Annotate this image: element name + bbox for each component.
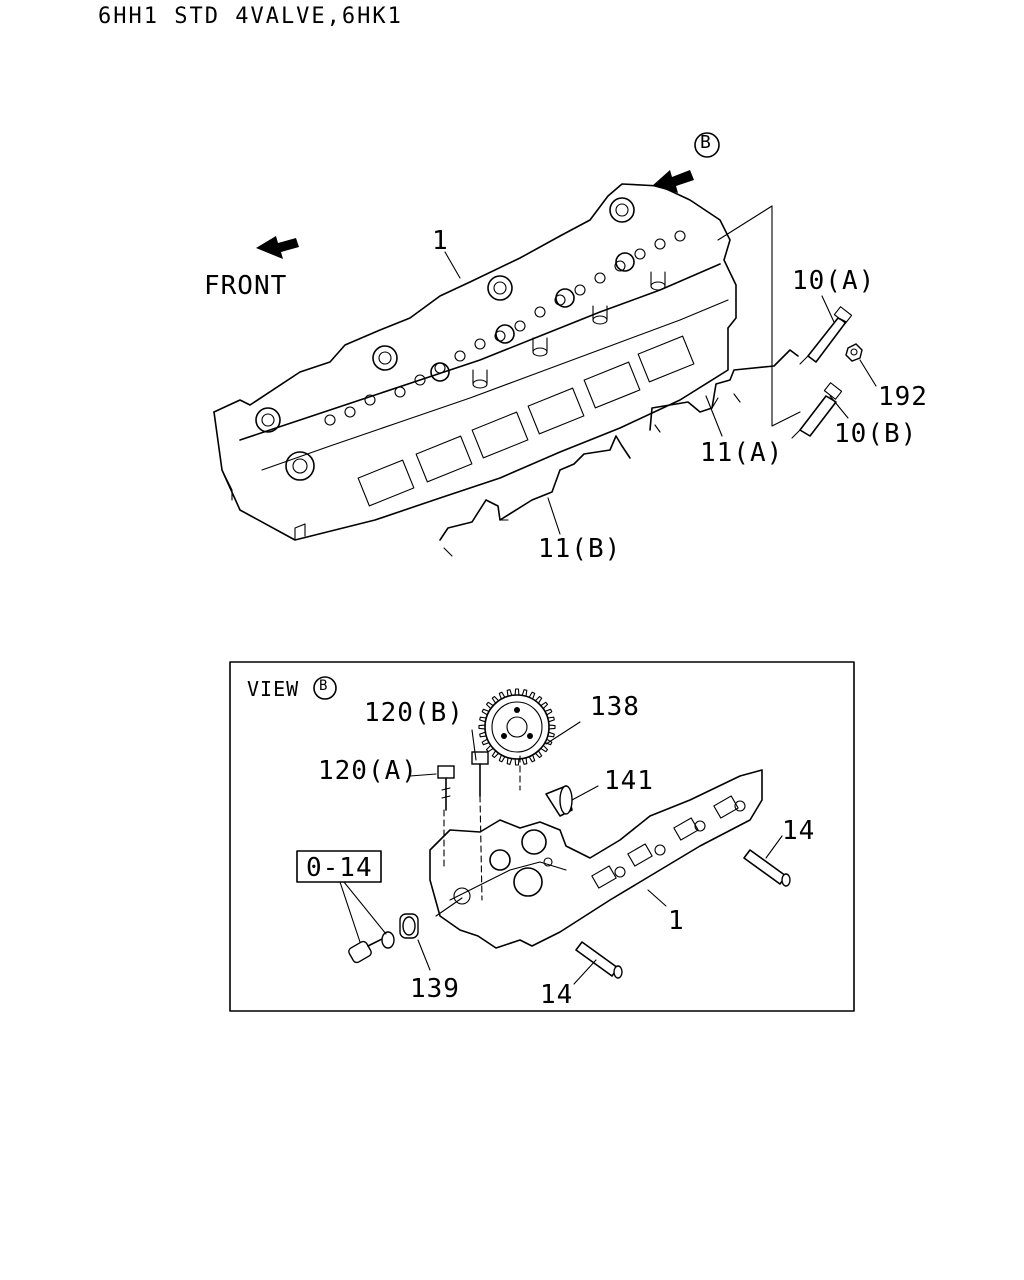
gear-tooth [506,757,513,765]
bushing-139 [399,913,419,939]
gear-tooth [528,754,536,763]
cylinder-head-upper [213,183,737,541]
gear-tooth [514,758,520,766]
callout-harness-b: 11(B) [538,534,622,564]
bolt-120b [471,751,489,797]
page-title: 6HH1 STD 4VALVE,6HK1 [98,4,403,29]
callout-cylinder-head-top: 1 [432,226,449,256]
callout-stud-bottom: 14 [540,980,574,1010]
callout-plug: 141 [604,766,654,796]
bolt-120a [437,765,455,811]
callout-bolt-a: 120(A) [318,756,418,786]
view-b-frame [229,661,855,1012]
glow-plug-b [791,382,843,439]
gear-tooth [498,691,506,700]
glow-plug-a [799,306,853,365]
gear-tooth [485,744,494,753]
glow-harness-b [439,435,631,541]
callout-harness-a: 11(A) [700,438,784,468]
stud-bottom [575,941,623,979]
gear-tooth [478,724,486,730]
gear-tooth [547,731,555,738]
gear-tooth [540,701,549,710]
view-marker-top: B [700,132,712,153]
front-arrow-icon [256,236,299,259]
gear-tooth [521,689,528,697]
callout-cylinder-head-view: 1 [668,906,685,936]
callout-bolt-b: 120(B) [364,698,464,728]
kit-box [296,850,382,883]
callout-nut: 192 [878,382,928,412]
gear-tooth [479,731,487,738]
gear-tooth [498,754,506,763]
callout-glow-plug-a: 10(A) [792,266,876,296]
stud-right [743,849,791,887]
kit-bolt-washer [348,931,395,964]
nut-192 [845,343,863,362]
gear-tooth [514,688,520,696]
view-marker-box: B [319,678,329,694]
gear-tooth [491,750,500,759]
gear-tooth [481,738,490,746]
gear-tooth [481,708,490,716]
gear-tooth [528,691,536,700]
callout-bushing: 139 [410,974,460,1004]
gear-tooth [485,701,494,710]
gear-tooth [506,689,513,697]
gear-tooth [547,716,555,723]
callout-kit: 0-14 [306,853,373,883]
gear-tooth [544,708,553,716]
gear-tooth [548,724,556,730]
camshaft-gear [478,688,556,766]
gear-tooth [521,757,528,765]
front-label: FRONT [204,271,288,301]
gear-tooth [540,744,549,753]
cup-plug-141 [545,785,573,817]
gear-tooth [491,695,500,704]
gear-tooth [534,750,543,759]
cylinder-head-view-b [429,769,763,949]
gear-tooth [534,695,543,704]
glow-harness-a [649,349,799,431]
view-label: VIEW [247,677,300,701]
callout-gear: 138 [590,692,640,722]
gear-tooth [479,716,487,723]
gear-tooth [544,738,553,746]
callout-glow-plug-b: 10(B) [834,419,918,449]
callout-stud-right: 14 [782,816,816,846]
